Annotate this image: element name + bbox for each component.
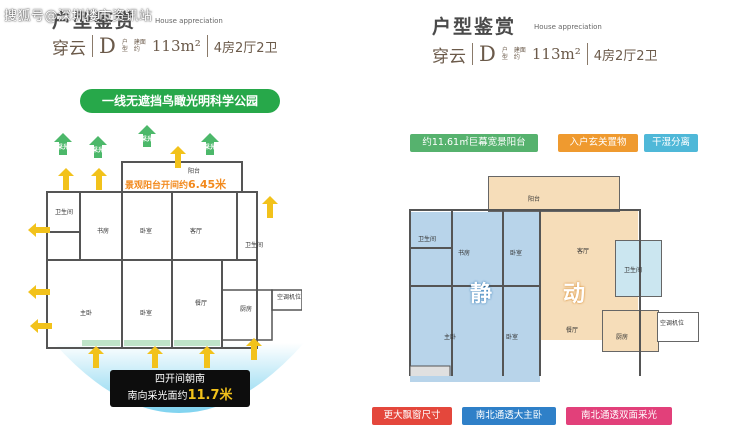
right-room-dining: 餐厅 bbox=[566, 327, 579, 334]
right-bath-area bbox=[615, 240, 662, 297]
right-subtitle: 穿云 D 户 型 建面 约 113m² 4房2厅2卫 bbox=[432, 40, 732, 68]
right-floorplan bbox=[409, 209, 641, 376]
right-type-tag-1: 户 bbox=[501, 47, 508, 54]
left-area: 113m² bbox=[151, 37, 201, 55]
right-balcony-area bbox=[488, 176, 620, 212]
right-area-tag: 建面 约 bbox=[514, 47, 526, 61]
right-area: 113m² bbox=[531, 45, 581, 63]
sun-arrow-label: 采光 bbox=[57, 144, 70, 151]
right-project-name: 穿云 bbox=[432, 46, 466, 67]
left-room-kitchen: 厨房 bbox=[240, 306, 253, 313]
right-room-balcony: 阳台 bbox=[528, 196, 541, 203]
yellow-arrow-icon bbox=[246, 338, 262, 364]
right-sep-1 bbox=[472, 43, 473, 65]
yellow-arrow-icon bbox=[199, 346, 215, 372]
right-kitchen-area bbox=[602, 310, 659, 352]
right-type-tag-2: 型 bbox=[501, 54, 508, 61]
left-area-tag-2: 约 bbox=[133, 46, 140, 53]
left-title-en: House appreciation bbox=[155, 17, 223, 25]
left-banner: 一线无遮挡鸟瞰光明科学公园 bbox=[80, 89, 280, 113]
yellow-arrow-icon bbox=[28, 284, 50, 303]
left-sep-2 bbox=[206, 35, 208, 57]
left-room-bath2: 卫生间 bbox=[245, 242, 264, 249]
left-rooms: 4房2厅2卫 bbox=[213, 40, 278, 56]
left-south-line2-text: 南向采光面约 bbox=[127, 391, 188, 402]
right-area-tag-2: 约 bbox=[513, 54, 520, 61]
sun-arrow-icon: 采光 bbox=[138, 125, 156, 147]
left-room-bath1: 卫生间 bbox=[55, 209, 74, 216]
right-zone-quiet-area bbox=[410, 212, 540, 382]
right-room-bed1: 卧室 bbox=[510, 250, 523, 257]
right-type-letter: D bbox=[479, 42, 496, 66]
left-sep-1 bbox=[92, 35, 93, 57]
left-balcony-note: 景观阳台开间约6.45米 bbox=[125, 176, 226, 192]
right-sep-2 bbox=[586, 43, 588, 65]
right-area-tag-1: 建面 bbox=[513, 47, 526, 54]
yellow-arrow-icon bbox=[28, 222, 50, 241]
left-south-line2: 南向采光面约11.7米 bbox=[110, 388, 250, 405]
right-title: 户型鉴赏 bbox=[432, 16, 517, 38]
sun-arrow-label: 采光 bbox=[92, 147, 105, 154]
left-area-tag: 建面 约 bbox=[134, 39, 146, 53]
right-title-en: House appreciation bbox=[534, 23, 602, 31]
left-room-living: 客厅 bbox=[190, 228, 203, 235]
right-rooms: 4房2厅2卫 bbox=[593, 48, 658, 64]
right-room-study: 书房 bbox=[458, 250, 471, 257]
left-south-callout: 四开间朝南 南向采光面约11.7米 bbox=[110, 370, 250, 407]
right-zone-active: 动 bbox=[563, 282, 586, 307]
left-subtitle: 穿云 D 户 型 建面 约 113m² 4房2厅2卫 bbox=[52, 32, 372, 60]
right-panel: 户型鉴赏 House appreciation 穿云 D 户 型 建面 约 11… bbox=[370, 0, 740, 433]
right-room-bath1: 卫生间 bbox=[418, 236, 437, 243]
left-type-tag: 户 型 bbox=[122, 39, 128, 53]
left-type-tag-2: 型 bbox=[121, 46, 128, 53]
left-type-tag-1: 户 bbox=[121, 39, 128, 46]
sun-arrow-icon: 采光 bbox=[54, 133, 72, 155]
left-south-line2-value: 11.7米 bbox=[187, 388, 233, 403]
right-tag-balcony: 约11.61㎡巨幕宽景阳台 bbox=[410, 134, 538, 152]
left-balcony-note-value: 6.45米 bbox=[188, 178, 227, 191]
yellow-arrow-icon bbox=[262, 196, 278, 222]
left-title: 户型鉴赏 bbox=[52, 10, 137, 32]
left-room-study: 书房 bbox=[97, 228, 110, 235]
right-tag-double: 南北通透双面采光 bbox=[566, 407, 672, 425]
yellow-arrow-icon bbox=[170, 146, 186, 172]
left-type-letter: D bbox=[99, 34, 116, 58]
watermark: 搜狐号@深圳楼市资讯站 bbox=[4, 9, 153, 24]
right-tag-dry: 干湿分离 bbox=[644, 134, 698, 152]
yellow-arrow-icon bbox=[147, 346, 163, 372]
right-tag-master: 南北通透大主卧 bbox=[462, 407, 556, 425]
right-ac-area bbox=[657, 312, 699, 342]
left-room-master: 主卧 bbox=[80, 310, 93, 317]
left-room-bed2: 卧室 bbox=[140, 310, 153, 317]
sun-arrow-label: 采光 bbox=[141, 136, 154, 143]
left-panel: 户型鉴赏 House appreciation 穿云 D 户 型 建面 约 11… bbox=[28, 10, 372, 413]
left-south-line1: 四开间朝南 bbox=[155, 374, 205, 385]
sun-arrow-icon: 采光 bbox=[201, 133, 219, 155]
right-zone-quiet: 静 bbox=[470, 282, 493, 307]
left-room-ac: 空调机位 bbox=[277, 294, 302, 301]
right-room-bath2: 卫生间 bbox=[624, 267, 643, 274]
left-balcony-note-text: 景观阳台开间约 bbox=[125, 181, 189, 191]
right-room-ac: 空调机位 bbox=[660, 320, 685, 327]
left-area-tag-1: 建面 bbox=[133, 39, 146, 46]
right-room-kitchen: 厨房 bbox=[616, 334, 629, 341]
left-floorplan bbox=[46, 161, 302, 349]
left-room-dining: 餐厅 bbox=[195, 300, 208, 307]
left-room-balcony: 阳台 bbox=[188, 168, 201, 175]
right-type-tag: 户 型 bbox=[502, 47, 508, 61]
sun-arrow-label: 采光 bbox=[204, 144, 217, 151]
left-project-name: 穿云 bbox=[52, 38, 86, 59]
sun-arrow-icon: 采光 bbox=[89, 136, 107, 158]
yellow-arrow-icon bbox=[58, 168, 74, 194]
left-room-bed1: 卧室 bbox=[140, 228, 153, 235]
yellow-arrow-icon bbox=[30, 318, 52, 337]
yellow-arrow-icon bbox=[91, 168, 107, 194]
right-room-living: 客厅 bbox=[577, 248, 590, 255]
right-room-bed2: 卧室 bbox=[506, 334, 519, 341]
right-tag-window: 更大飘窗尺寸 bbox=[372, 407, 452, 425]
right-room-master: 主卧 bbox=[444, 334, 457, 341]
right-tag-entry: 入户玄关置物 bbox=[558, 134, 638, 152]
yellow-arrow-icon bbox=[88, 346, 104, 372]
